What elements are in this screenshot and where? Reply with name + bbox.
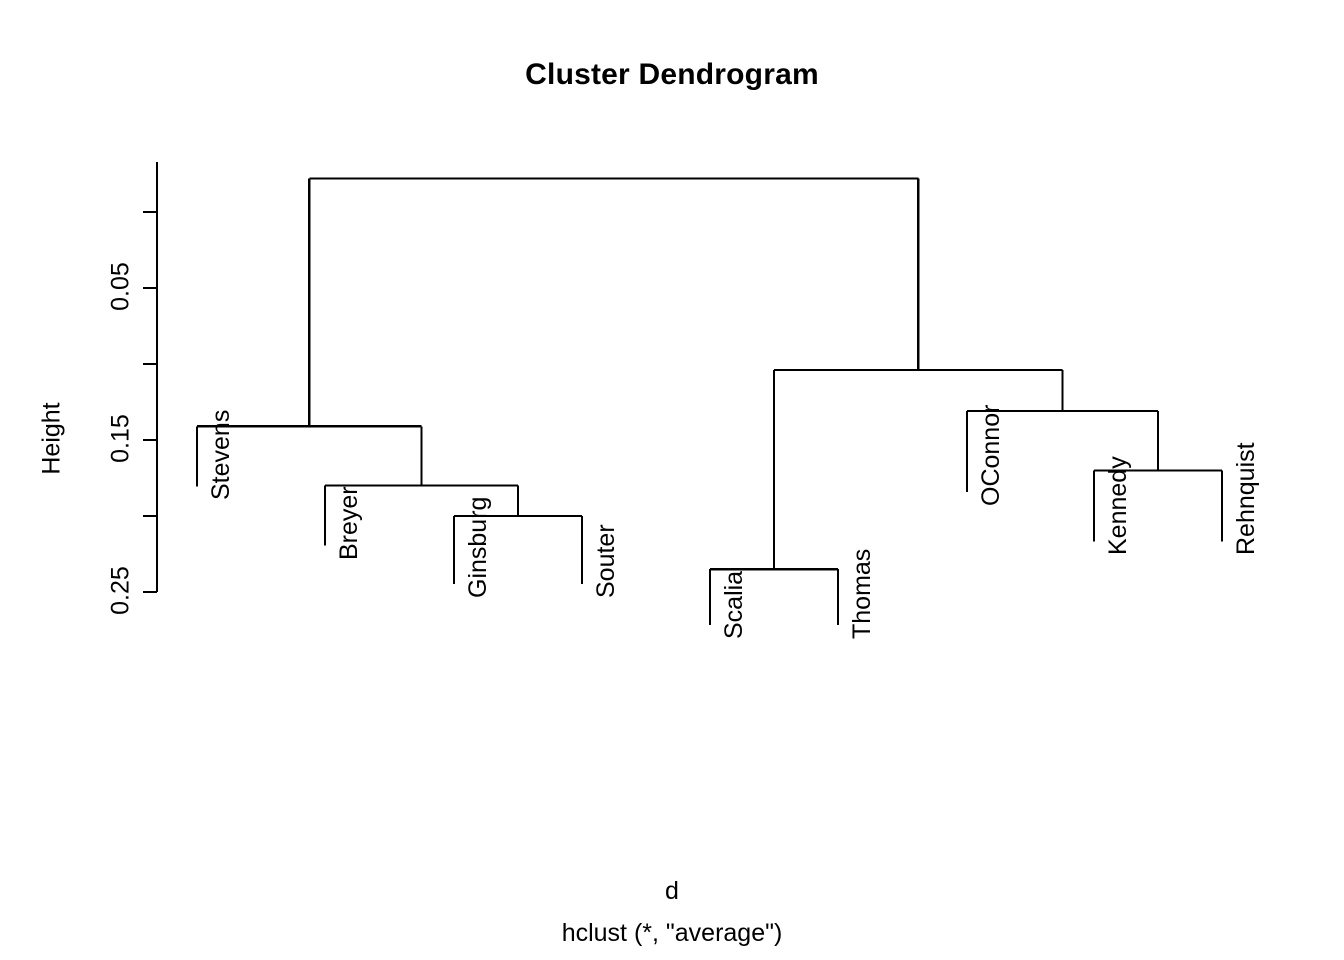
x-axis-label: d	[665, 877, 679, 905]
y-tick-label: 0.15	[106, 414, 135, 463]
dendrogram-tree	[195, 177, 1224, 626]
leaf-label-thomas: Thomas	[848, 548, 876, 640]
leaf-label-souter: Souter	[592, 524, 620, 598]
y-axis	[143, 161, 159, 594]
page-title: Cluster Dendrogram	[525, 58, 819, 91]
leaf-label-kennedy: Kennedy	[1104, 456, 1132, 556]
leaf-label-ginsburg: Ginsburg	[464, 496, 492, 598]
leaf-label-oconnor: OConnor	[977, 404, 1005, 507]
leaf-label-breyer: Breyer	[335, 485, 363, 560]
y-tick-label: 0.25	[106, 566, 135, 615]
method-caption: hclust (*, "average")	[561, 919, 783, 947]
y-tick-label: 0.05	[106, 262, 135, 311]
leaf-label-rehnquist: Rehnquist	[1232, 442, 1260, 556]
leaf-label-stevens: Stevens	[207, 409, 235, 501]
leaf-label-scalia: Scalia	[720, 571, 748, 640]
